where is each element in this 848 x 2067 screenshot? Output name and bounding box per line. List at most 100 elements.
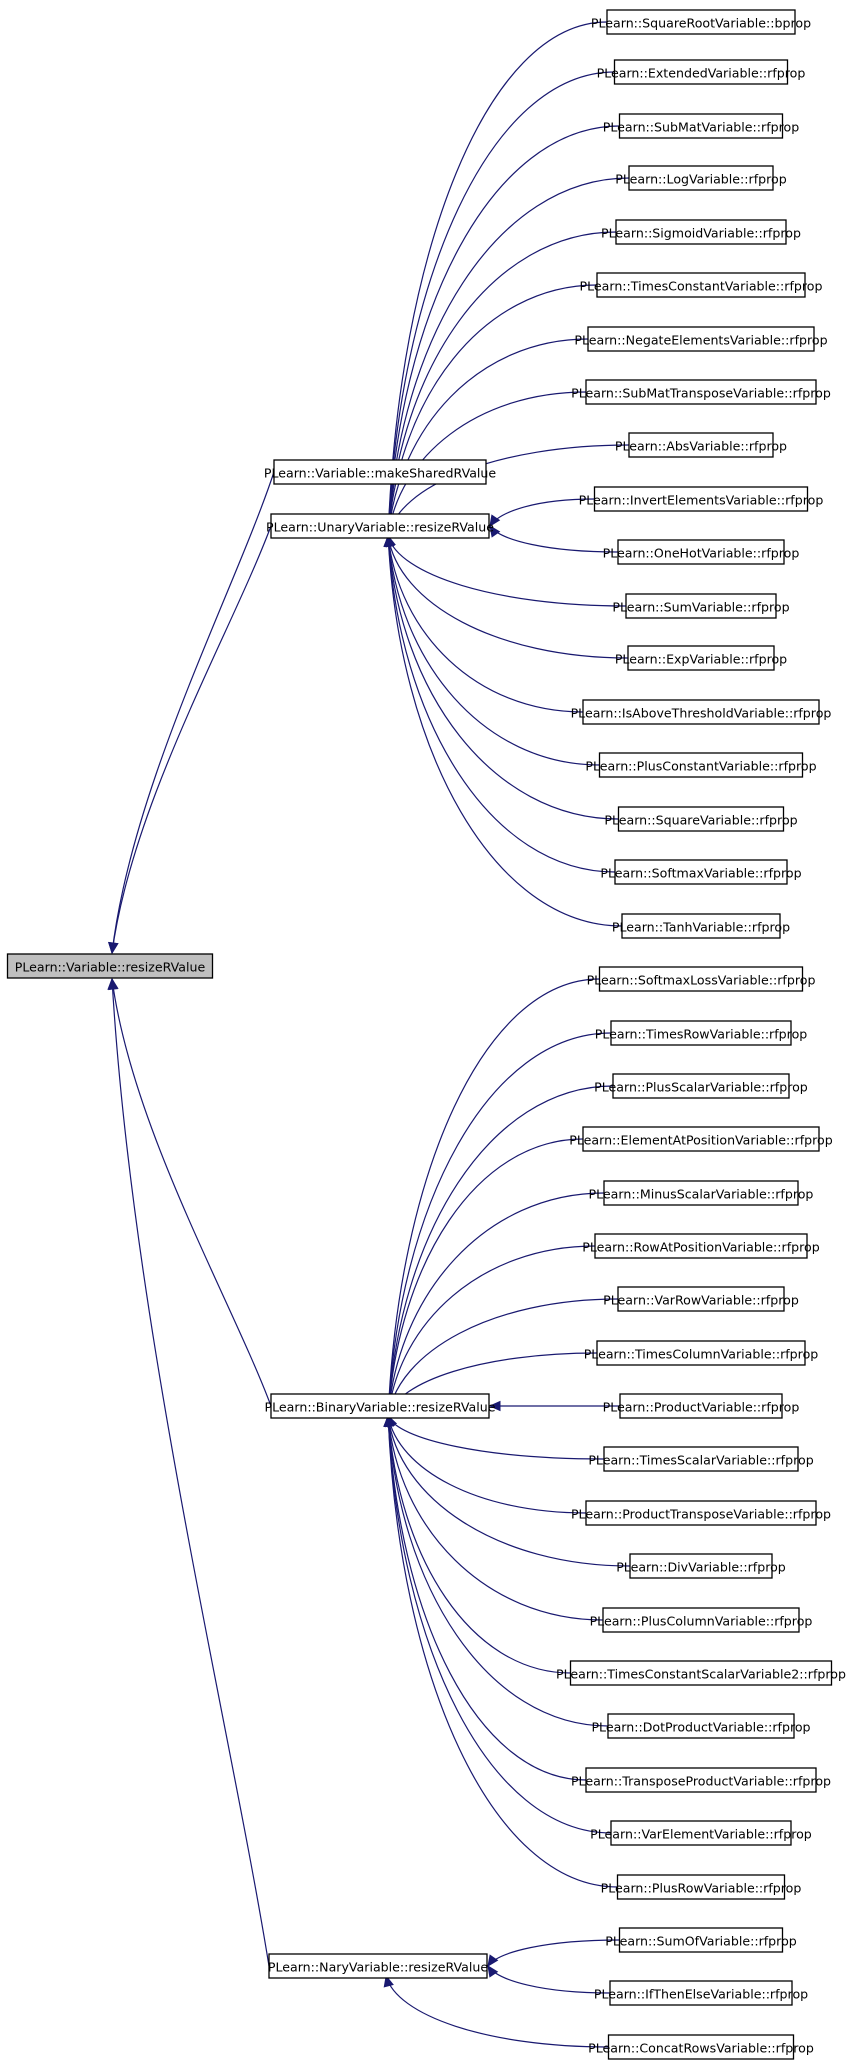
node-u5[interactable]: PLearn::SigmoidVariable::rfprop: [601, 219, 801, 245]
node-box: [569, 1660, 833, 1686]
edge-b1-to-binary: [387, 978, 600, 1417]
node-label: PLearn::ProductTransposeVariable::rfprop: [571, 1507, 831, 1522]
edge-u16-to-unary: [387, 535, 619, 820]
node-b2[interactable]: PLearn::TimesRowVariable::rfprop: [595, 1020, 808, 1046]
node-u7[interactable]: PLearn::NegateElementsVariable::rfprop: [574, 326, 828, 352]
node-box: [617, 806, 785, 832]
node-u17[interactable]: PLearn::SoftmaxVariable::rfprop: [600, 859, 802, 885]
node-label: PLearn::ConcatRowsVariable::rfprop: [588, 2041, 814, 2056]
edge-b2-to-binary: [387, 1032, 612, 1417]
node-u14[interactable]: PLearn::IsAboveThresholdVariable::rfprop: [571, 699, 832, 725]
node-box: [585, 1500, 817, 1526]
node-u15[interactable]: PLearn::PlusConstantVariable::rfprop: [585, 752, 817, 778]
node-makeShared[interactable]: PLearn::Variable::makeSharedRValue: [264, 459, 497, 485]
node-u1[interactable]: PLearn::SquareRootVariable::bprop: [591, 9, 811, 35]
node-nary[interactable]: PLearn::NaryVariable::resizeRValue: [268, 1953, 488, 1979]
node-u2[interactable]: PLearn::ExtendedVariable::rfprop: [597, 59, 806, 85]
node-b1[interactable]: PLearn::SoftmaxLossVariable::rfprop: [587, 966, 816, 992]
node-box: [596, 272, 806, 298]
edge-b15-to-binary: [387, 1415, 609, 1727]
edge-nary-to-root: [111, 978, 270, 1967]
node-b10[interactable]: PLearn::TimesScalarVariable::rfprop: [588, 1446, 814, 1472]
node-unary[interactable]: PLearn::UnaryVariable::resizeRValue: [266, 513, 494, 539]
node-label: PLearn::InvertElementsVariable::rfprop: [579, 493, 824, 508]
node-u18[interactable]: PLearn::TanhVariable::rfprop: [612, 913, 790, 939]
node-b5[interactable]: PLearn::MinusScalarVariable::rfprop: [589, 1180, 814, 1206]
node-label: PLearn::TanhVariable::rfprop: [612, 920, 790, 935]
edge-unary-to-root: [111, 525, 272, 954]
node-label: PLearn::PlusColumnVariable::rfprop: [590, 1614, 813, 1629]
edge-b13-to-binary: [387, 1415, 604, 1621]
node-box: [268, 1953, 488, 1979]
node-label: PLearn::DivVariable::rfprop: [616, 1560, 786, 1575]
node-binary[interactable]: PLearn::BinaryVariable::resizeRValue: [265, 1393, 496, 1419]
node-b12[interactable]: PLearn::DivVariable::rfprop: [616, 1553, 786, 1579]
node-box: [617, 539, 785, 565]
node-box: [582, 699, 820, 725]
node-label: PLearn::TimesRowVariable::rfprop: [595, 1027, 808, 1042]
node-b14[interactable]: PLearn::TimesConstantScalarVariable2::rf…: [556, 1660, 846, 1686]
node-box: [594, 1233, 808, 1259]
node-label: PLearn::TimesConstantVariable::rfprop: [580, 279, 823, 294]
node-box: [607, 1713, 795, 1739]
node-b3[interactable]: PLearn::PlusScalarVariable::rfprop: [594, 1073, 808, 1099]
node-box: [602, 1607, 800, 1633]
node-label: PLearn::IsAboveThresholdVariable::rfprop: [571, 706, 832, 721]
node-b16[interactable]: PLearn::TransposeProductVariable::rfprop: [571, 1767, 831, 1793]
arrowhead-n3-to-nary: [383, 1974, 394, 1988]
node-u10[interactable]: PLearn::InvertElementsVariable::rfprop: [579, 486, 824, 512]
edge-u3-to-unary: [387, 125, 620, 537]
node-b8[interactable]: PLearn::TimesColumnVariable::rfprop: [584, 1340, 819, 1366]
node-u9[interactable]: PLearn::AbsVariable::rfprop: [615, 432, 787, 458]
node-b17[interactable]: PLearn::VarElementVariable::rfprop: [590, 1820, 812, 1846]
node-n3[interactable]: PLearn::ConcatRowsVariable::rfprop: [588, 2034, 814, 2060]
edge-b12-to-binary: [387, 1415, 631, 1567]
node-u8[interactable]: PLearn::SubMatTransposeVariable::rfprop: [571, 379, 831, 405]
edge-u11-to-unary: [489, 525, 619, 553]
arrowhead-u11-to-unary: [489, 525, 501, 538]
node-label: PLearn::SoftmaxLossVariable::rfprop: [587, 973, 816, 988]
node-b9[interactable]: PLearn::ProductVariable::rfprop: [603, 1393, 800, 1419]
node-b7[interactable]: PLearn::VarRowVariable::rfprop: [603, 1286, 799, 1312]
node-b6[interactable]: PLearn::RowAtPositionVariable::rfprop: [582, 1233, 820, 1259]
node-box: [585, 379, 817, 405]
node-label: PLearn::UnaryVariable::resizeRValue: [266, 520, 494, 535]
node-b11[interactable]: PLearn::ProductTransposeVariable::rfprop: [571, 1500, 831, 1526]
node-u16[interactable]: PLearn::SquareVariable::rfprop: [604, 806, 798, 832]
node-root[interactable]: PLearn::Variable::resizeRValue: [6, 953, 214, 979]
arrowhead-u10-to-unary: [489, 514, 501, 528]
node-label: PLearn::SumOfVariable::rfprop: [605, 1934, 797, 1949]
node-u3[interactable]: PLearn::SubMatVariable::rfprop: [603, 113, 799, 139]
node-box: [596, 1340, 806, 1366]
node-box: [612, 1073, 790, 1099]
edge-b3-to-binary: [387, 1085, 614, 1417]
node-box: [617, 1286, 785, 1312]
node-label: PLearn::TimesConstantScalarVariable2::rf…: [556, 1667, 846, 1682]
edge-b7-to-binary: [387, 1298, 619, 1417]
node-u11[interactable]: PLearn::OneHotVariable::rfprop: [603, 539, 800, 565]
edge-u7-to-unary: [387, 338, 589, 537]
arrowhead-b9-to-binary: [488, 1400, 501, 1412]
node-label: PLearn::TransposeProductVariable::rfprop: [571, 1774, 831, 1789]
node-label: PLearn::PlusScalarVariable::rfprop: [594, 1080, 808, 1095]
node-b15[interactable]: PLearn::DotProductVariable::rfprop: [591, 1713, 811, 1739]
node-b4[interactable]: PLearn::ElementAtPositionVariable::rfpro…: [569, 1126, 833, 1152]
node-box: [270, 1393, 490, 1419]
node-u4[interactable]: PLearn::LogVariable::rfprop: [615, 165, 787, 191]
node-u6[interactable]: PLearn::TimesConstantVariable::rfprop: [580, 272, 823, 298]
node-box: [629, 1553, 773, 1579]
node-label: PLearn::NaryVariable::resizeRValue: [268, 1960, 488, 1975]
edge-b10-to-binary: [387, 1415, 605, 1460]
node-b18[interactable]: PLearn::PlusRowVariable::rfprop: [601, 1874, 802, 1900]
node-n2[interactable]: PLearn::IfThenElseVariable::rfprop: [594, 1980, 808, 2006]
node-box: [616, 1874, 786, 1900]
node-u12[interactable]: PLearn::SumVariable::rfprop: [612, 593, 790, 619]
node-b13[interactable]: PLearn::PlusColumnVariable::rfprop: [590, 1607, 813, 1633]
edge-u2-to-unary: [387, 71, 615, 537]
node-box: [270, 513, 490, 539]
node-u13[interactable]: PLearn::ExpVariable::rfprop: [615, 645, 787, 671]
node-n1[interactable]: PLearn::SumOfVariable::rfprop: [605, 1927, 797, 1953]
node-layer: PLearn::Variable::resizeRValuePLearn::Va…: [6, 9, 846, 2060]
node-label: PLearn::NegateElementsVariable::rfprop: [574, 333, 827, 348]
node-box: [613, 59, 789, 85]
